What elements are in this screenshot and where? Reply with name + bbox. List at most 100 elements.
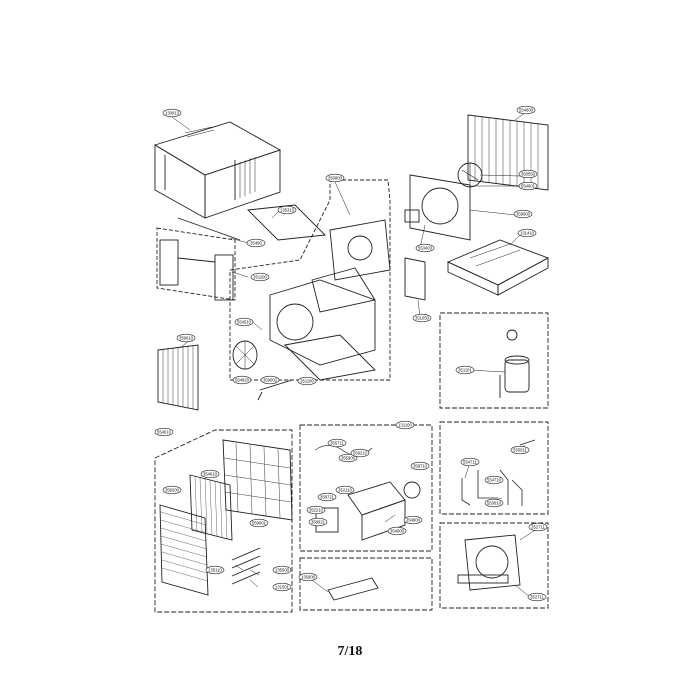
callout: 350550 [518, 169, 538, 179]
svg-text:350800: 350800 [328, 176, 343, 181]
callout: 351100 [297, 376, 317, 386]
svg-text:359002: 359002 [263, 378, 278, 383]
svg-text:354000: 354000 [390, 529, 405, 534]
shaft [257, 391, 263, 401]
svg-text:358921: 358921 [311, 520, 326, 525]
svg-text:135110: 135110 [208, 568, 222, 573]
svg-text:135900: 135900 [301, 575, 316, 580]
svg-text:554601: 554601 [521, 184, 536, 189]
svg-text:131100: 131100 [398, 423, 412, 428]
center-group-outline [229, 179, 391, 381]
callout: 352210 [306, 505, 326, 515]
svg-text:352210: 352210 [309, 508, 324, 513]
callout: 359200 [162, 485, 182, 495]
callout: 130913 [162, 108, 182, 118]
callout: 553610 [484, 498, 504, 508]
control-bracket [404, 257, 426, 301]
remote-control [327, 577, 379, 601]
callout: 351050 [412, 313, 432, 323]
svg-text:553610: 553610 [487, 501, 502, 506]
svg-text:131501: 131501 [275, 585, 290, 590]
svg-text:354900: 354900 [406, 518, 421, 523]
front-grille [222, 439, 293, 521]
air-filter [189, 474, 233, 541]
callout-labels: 130913 135313 554600 350550 554601 35960… [154, 105, 548, 602]
svg-text:553403: 553403 [418, 246, 433, 251]
svg-text:135500: 135500 [275, 568, 290, 573]
callout: 358721 [317, 492, 337, 502]
callout: 359610 [176, 333, 196, 343]
condenser-coil [467, 114, 549, 191]
top-plate [247, 204, 326, 241]
svg-text:554610: 554610 [157, 430, 172, 435]
callout: 131100 [395, 420, 415, 430]
callout: 554600 [516, 105, 536, 115]
front-cover [159, 504, 209, 596]
callout: 354900 [403, 515, 423, 525]
callout: 555011 [510, 445, 530, 455]
blower-housing [269, 219, 391, 381]
svg-text:554711: 554711 [463, 460, 477, 465]
drain-tube [259, 379, 293, 391]
svg-text:135313: 135313 [280, 208, 295, 213]
control-group-box [299, 424, 433, 552]
svg-text:554710: 554710 [487, 478, 502, 483]
callout: 554820 [232, 375, 252, 385]
callout: 352711 [528, 522, 548, 532]
callout: 135110 [205, 565, 225, 575]
page-number: 7/18 [337, 644, 363, 659]
svg-text:355900: 355900 [341, 456, 356, 461]
svg-text:359600: 359600 [516, 212, 531, 217]
callout: 352711 [527, 592, 547, 602]
svg-text:358710: 358710 [413, 464, 428, 469]
callout: 554610 [154, 427, 174, 437]
callout: 351100 [250, 272, 270, 282]
base-pan [446, 239, 550, 296]
piping-box [439, 421, 549, 515]
callout: 359002 [260, 375, 280, 385]
svg-text:359610: 359610 [179, 336, 194, 341]
svg-text:554600: 554600 [519, 108, 534, 113]
callout: 135313 [277, 205, 297, 215]
rail [177, 217, 241, 241]
callout: 352110 [335, 485, 355, 495]
callout: 359600 [513, 209, 533, 219]
front-grille-frame [156, 227, 236, 301]
callout: 35490 [246, 238, 266, 248]
svg-text:352711: 352711 [530, 595, 544, 600]
svg-text:355711: 355711 [330, 441, 344, 446]
cabinet [153, 121, 282, 219]
callout: 131501 [272, 582, 292, 592]
front-panel-group [154, 429, 293, 613]
callout: 135500 [272, 565, 292, 575]
blower-wheel [232, 340, 258, 370]
evaporator-coil [157, 344, 199, 411]
svg-text:555011: 555011 [513, 448, 527, 453]
callout: 559001 [249, 518, 269, 528]
outdoor-fan-assembly [404, 162, 483, 241]
svg-text:131410: 131410 [520, 231, 535, 236]
compressor-box [439, 312, 549, 409]
svg-text:554510: 554510 [237, 320, 252, 325]
callout: 131410 [517, 228, 537, 238]
svg-text:352711: 352711 [531, 525, 545, 530]
callout: 553403 [415, 243, 435, 253]
svg-text:130913: 130913 [165, 111, 180, 116]
svg-text:554820: 554820 [235, 378, 250, 383]
callout: 354610 [200, 469, 220, 479]
svg-text:350550: 350550 [521, 172, 536, 177]
svg-text:351100: 351100 [253, 275, 267, 280]
callout: 135900 [298, 572, 318, 582]
callout: 554710 [484, 475, 504, 485]
svg-text:358721: 358721 [320, 495, 335, 500]
svg-text:351100: 351100 [300, 379, 314, 384]
callout: 358921 [308, 517, 328, 527]
callout: 354000 [387, 526, 407, 536]
svg-text:351101: 351101 [458, 368, 472, 373]
svg-text:559210: 559210 [353, 451, 368, 456]
svg-text:351050: 351050 [415, 316, 430, 321]
piping [461, 439, 536, 506]
callout: 358710 [410, 461, 430, 471]
callout: 554510 [234, 317, 254, 327]
